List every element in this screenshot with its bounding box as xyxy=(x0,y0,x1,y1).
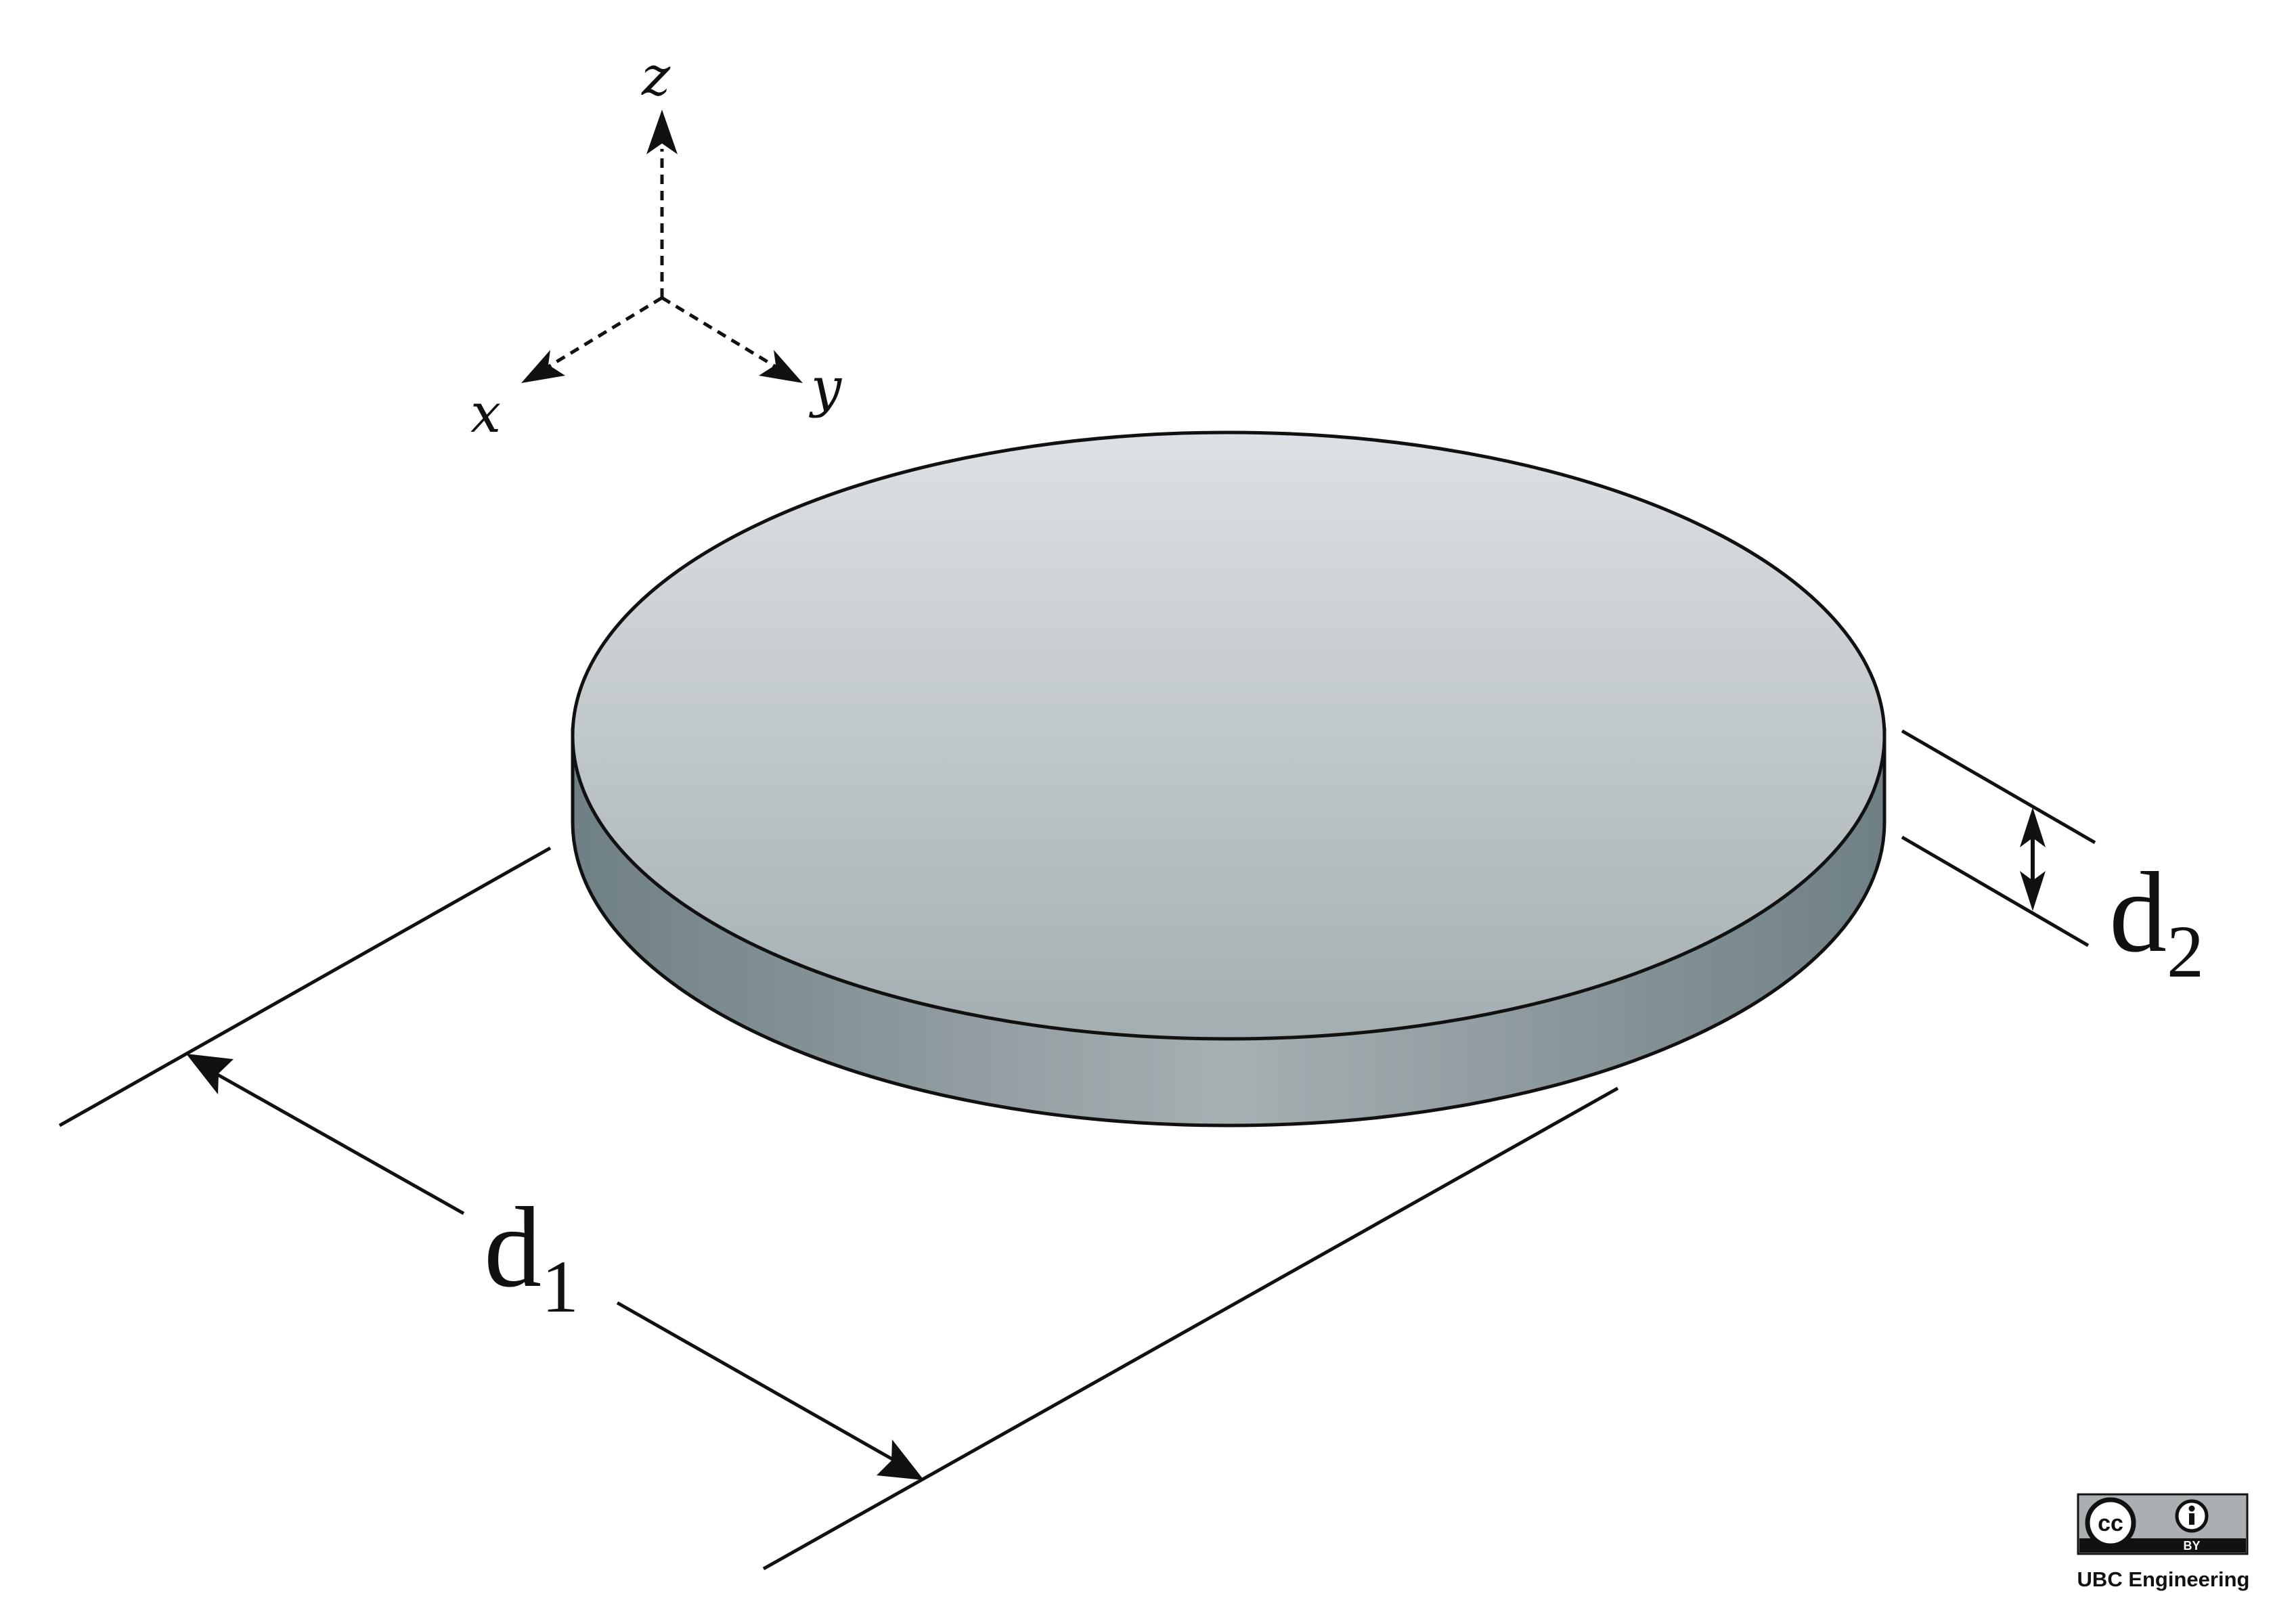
attribution-person-head xyxy=(2188,1505,2195,1512)
cc-by-license-badge: cc BY UBC Engineering xyxy=(2077,1493,2250,1591)
by-badge-text: BY xyxy=(2183,1539,2200,1553)
d1-arrowhead-lower xyxy=(877,1440,924,1480)
x-axis-label: x xyxy=(470,382,501,445)
y-axis-arrowhead xyxy=(759,350,803,383)
license-credit-text: UBC Engineering xyxy=(2077,1567,2250,1591)
d2-arrowhead-upper xyxy=(2020,807,2046,847)
d2-extension-line-upper xyxy=(1901,729,2096,845)
x-axis-line xyxy=(540,296,663,373)
disk xyxy=(571,430,1886,1128)
d1-label: d1 xyxy=(484,1184,579,1328)
z-axis-arrowhead xyxy=(646,110,678,154)
d1-arrowhead-upper xyxy=(186,1054,234,1094)
d2-label-subscript: 2 xyxy=(2167,910,2204,993)
d2-label: d2 xyxy=(2109,849,2204,993)
d1-dimension: d1 xyxy=(58,846,1619,1571)
d2-arrowhead-lower xyxy=(2020,871,2046,911)
d1-extension-line-right xyxy=(762,1086,1619,1571)
d1-label-subscript: 1 xyxy=(542,1245,579,1328)
cc-icon-text: cc xyxy=(2098,1511,2123,1536)
d1-extension-line-left xyxy=(58,846,552,1128)
disk-top-face xyxy=(571,430,1886,1041)
d2-label-base: d xyxy=(2109,849,2167,976)
attribution-person-body xyxy=(2189,1513,2194,1525)
d2-extension-line-lower xyxy=(1901,835,2090,947)
x-axis-arrowhead xyxy=(521,350,565,383)
d1-dimension-line-lower xyxy=(616,1301,895,1462)
y-axis-line xyxy=(661,296,784,373)
z-axis-label: z xyxy=(641,45,671,108)
y-axis-label: y xyxy=(809,356,843,419)
d2-dimension: d2 xyxy=(1901,729,2204,993)
cc-icon xyxy=(2085,1497,2136,1548)
d1-dimension-line-upper xyxy=(215,1072,465,1215)
d1-label-base: d xyxy=(484,1184,542,1311)
coordinate-axes: z x y xyxy=(470,45,843,445)
